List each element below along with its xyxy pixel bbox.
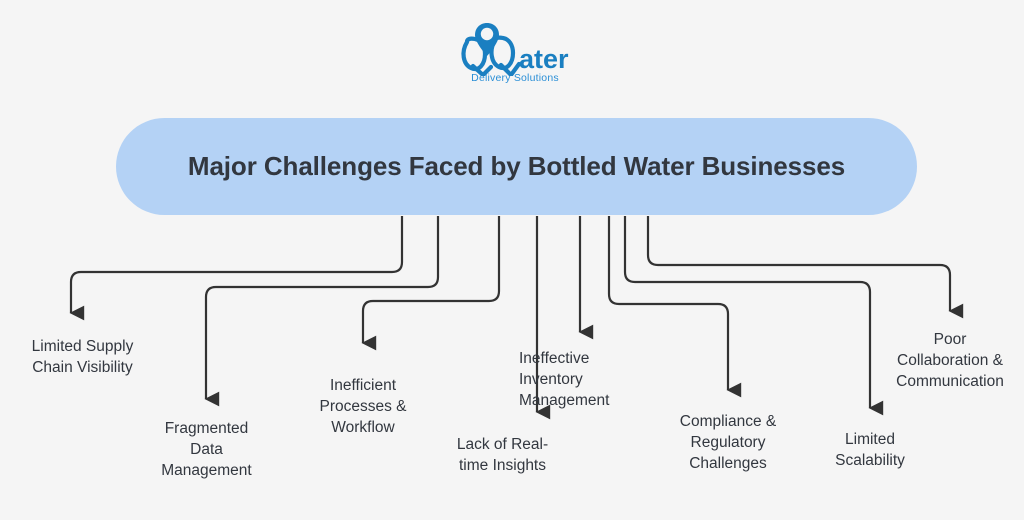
challenge-node-1: Limited Supply Chain Visibility — [31, 338, 134, 376]
challenge-node-3: Inefficient Processes & Workflow — [319, 377, 407, 436]
challenge-node-2: Fragmented Data Management — [161, 420, 252, 479]
logo-tagline: Delivery Solutions — [471, 72, 559, 84]
challenge-node-5: Ineffective Inventory Management — [519, 350, 610, 409]
connector-3 — [361, 216, 501, 351]
brand-logo: ater Delivery Solutions — [455, 18, 575, 100]
connector-8 — [646, 216, 964, 319]
svg-text:ater: ater — [519, 44, 569, 74]
page-title: Major Challenges Faced by Bottled Water … — [187, 151, 846, 181]
main-title-banner: Major Challenges Faced by Bottled Water … — [116, 118, 917, 215]
challenge-node-8: Poor Collaboration & Communication — [896, 331, 1004, 390]
challenge-node-7: Limited Scalability — [835, 431, 905, 469]
connector-2 — [204, 216, 440, 407]
challenge-node-4: Lack of Real- time Insights — [456, 436, 549, 474]
water-drop-pin-logo-icon: ater — [455, 18, 575, 76]
challenge-node-6: Compliance & Regulatory Challenges — [679, 413, 777, 472]
connector-1 — [69, 216, 404, 321]
